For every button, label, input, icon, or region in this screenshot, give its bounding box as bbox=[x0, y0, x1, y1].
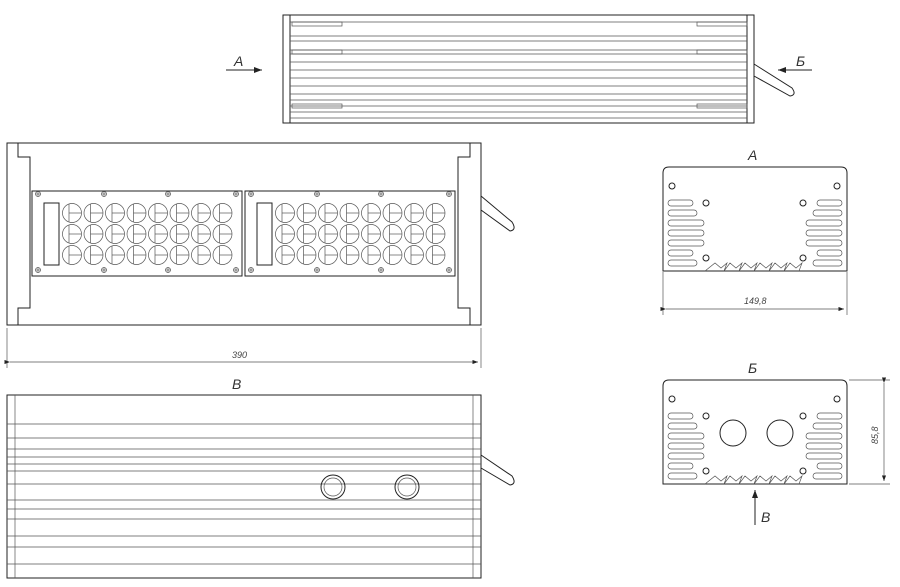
mounting-hole bbox=[799, 254, 807, 262]
view-b-arrow-label: Б bbox=[796, 53, 805, 69]
cooling-slot bbox=[805, 452, 843, 460]
view-v-title: В bbox=[232, 376, 241, 392]
cooling-slot bbox=[667, 472, 698, 480]
cooling-slot bbox=[805, 229, 843, 237]
cable-entry-hole bbox=[766, 419, 794, 447]
fin-teeth bbox=[704, 474, 803, 485]
cooling-slot bbox=[805, 219, 843, 227]
mounting-hole bbox=[833, 182, 841, 190]
led-module bbox=[31, 190, 243, 277]
mounting-hole bbox=[668, 182, 676, 190]
cooling-slot bbox=[812, 209, 843, 217]
cooling-slot bbox=[667, 452, 705, 460]
cooling-slot bbox=[667, 219, 705, 227]
cooling-slot bbox=[816, 412, 843, 420]
cable bbox=[753, 63, 795, 97]
top-view bbox=[226, 14, 812, 124]
front-view bbox=[4, 142, 515, 368]
end-view-b bbox=[662, 377, 890, 525]
cooling-slot bbox=[812, 259, 843, 267]
cooling-slot bbox=[667, 422, 698, 430]
clip-right bbox=[696, 21, 748, 27]
left-profile bbox=[17, 143, 31, 325]
bottom-view bbox=[6, 394, 515, 579]
cooling-slot bbox=[667, 442, 705, 450]
clip-left bbox=[291, 49, 343, 55]
mounting-hole bbox=[799, 199, 807, 207]
cooling-slot bbox=[816, 462, 843, 470]
dimension-length: 390 bbox=[232, 350, 247, 360]
mounting-hole bbox=[702, 199, 710, 207]
clip-left bbox=[291, 103, 343, 109]
led-module bbox=[244, 190, 456, 277]
clip-right bbox=[696, 49, 748, 55]
cooling-slot bbox=[667, 209, 698, 217]
cooling-slot bbox=[805, 239, 843, 247]
mounting-hole bbox=[799, 467, 807, 475]
view-v-arrow-label: В bbox=[761, 509, 770, 525]
cooling-slot bbox=[667, 412, 694, 420]
cable-gland-inner bbox=[323, 477, 343, 497]
housing-outline bbox=[282, 14, 755, 124]
cable-gland bbox=[320, 474, 346, 500]
mounting-hole bbox=[702, 467, 710, 475]
mounting-hole bbox=[702, 412, 710, 420]
right-profile bbox=[457, 143, 471, 325]
mounting-hole bbox=[702, 254, 710, 262]
end-plate-outline bbox=[662, 379, 848, 485]
driver-window bbox=[43, 202, 60, 266]
cable-gland-inner bbox=[397, 477, 417, 497]
cooling-slot bbox=[816, 249, 843, 257]
cooling-slot bbox=[667, 249, 694, 257]
mounting-hole bbox=[799, 412, 807, 420]
cooling-slot bbox=[667, 462, 694, 470]
cooling-slot bbox=[667, 432, 705, 440]
module-plate bbox=[244, 190, 456, 277]
clip-right bbox=[696, 103, 748, 109]
dimension-height: 85,8 bbox=[870, 426, 880, 444]
clip-left bbox=[291, 21, 343, 27]
view-a-arrow-label: А bbox=[233, 53, 243, 69]
driver-window bbox=[256, 202, 273, 266]
housing-outline bbox=[6, 394, 482, 579]
cooling-slot bbox=[667, 229, 705, 237]
mounting-hole bbox=[833, 395, 841, 403]
cooling-slot bbox=[812, 422, 843, 430]
cooling-slot bbox=[667, 199, 694, 207]
cooling-slot bbox=[667, 259, 698, 267]
mounting-hole bbox=[668, 395, 676, 403]
housing-outline bbox=[6, 142, 482, 326]
end-view-a bbox=[660, 166, 848, 315]
cable bbox=[480, 195, 515, 232]
cable-entry-hole bbox=[719, 419, 747, 447]
cooling-slot bbox=[667, 239, 705, 247]
cable bbox=[480, 454, 515, 486]
cooling-slot bbox=[805, 442, 843, 450]
cable-gland bbox=[394, 474, 420, 500]
dimension-width: 149,8 bbox=[744, 296, 767, 306]
cooling-slot bbox=[805, 432, 843, 440]
cooling-slot bbox=[816, 199, 843, 207]
end-plate-outline bbox=[662, 166, 848, 272]
cooling-slot bbox=[812, 472, 843, 480]
module-plate bbox=[31, 190, 243, 277]
view-a-title: А bbox=[747, 147, 757, 163]
view-b-title: Б bbox=[748, 360, 757, 376]
fin-teeth bbox=[704, 261, 803, 272]
